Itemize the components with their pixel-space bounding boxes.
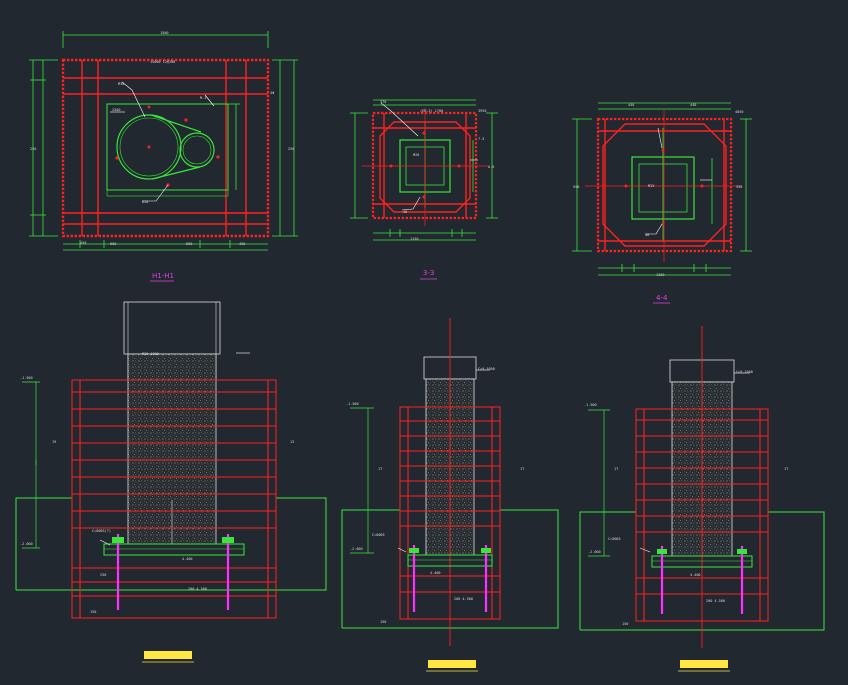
svg-text:440: 440 — [690, 103, 696, 107]
svg-text:200 4.500: 200 4.500 — [454, 597, 473, 601]
svg-text:150: 150 — [380, 620, 386, 624]
svg-text:19: 19 — [52, 440, 56, 444]
svg-text:150: 150 — [90, 610, 96, 614]
svg-text:600: 600 — [110, 242, 116, 246]
svg-text:600: 600 — [186, 242, 192, 246]
svg-text:M30-1000: M30-1000 — [142, 352, 159, 356]
svg-text:-2.600: -2.600 — [20, 542, 33, 546]
svg-text:M20: M20 — [413, 153, 419, 157]
svg-text:M-1: M-1 — [200, 96, 206, 100]
svg-text:-1.500: -1.500 — [346, 402, 359, 406]
svg-text:M30: M30 — [118, 82, 124, 86]
svg-text:440: 440 — [628, 103, 634, 107]
plan-h1-h1: 1500 15000 12@200 M30 2500 M-1 D28 4Φ 25… — [29, 31, 298, 251]
plan-3-3: 370 (EH-3) 1700 3950 0.5 7.5 M20 48 1150 — [350, 99, 498, 241]
svg-text:-2.600: -2.600 — [588, 550, 601, 554]
svg-text:150: 150 — [622, 622, 628, 626]
svg-text:200 4.500: 200 4.500 — [188, 587, 207, 591]
svg-text:550: 550 — [736, 185, 742, 189]
elevation-2-title-bar — [428, 660, 476, 668]
svg-text:(EH-3) 1700: (EH-3) 1700 — [420, 109, 443, 113]
svg-text:-2.600: -2.600 — [350, 547, 363, 551]
svg-text:1150: 1150 — [410, 237, 418, 241]
svg-text:D28: D28 — [142, 200, 148, 204]
svg-text:48: 48 — [645, 233, 649, 237]
svg-text:2500: 2500 — [112, 108, 120, 112]
plan-h1-caption: H1-H1 — [152, 272, 174, 280]
svg-text:15000 12@200: 15000 12@200 — [150, 60, 175, 64]
svg-text:4Φ: 4Φ — [270, 91, 274, 95]
plan-h1-rebar — [63, 60, 268, 236]
svg-text:M25: M25 — [648, 184, 654, 188]
svg-text:C=0005: C=0005 — [608, 537, 621, 541]
svg-text:550: 550 — [573, 185, 579, 189]
svg-text:1280: 1280 — [656, 273, 664, 277]
elevation-1-title-bar — [144, 651, 192, 659]
svg-text:3950: 3950 — [478, 109, 486, 113]
elevation-2: -1.500 -2.600 1T 1T C=9,1000 4.400 200 4… — [341, 318, 559, 646]
svg-text:250: 250 — [100, 573, 106, 577]
elevation-3-title-bar — [680, 660, 728, 668]
plan-4-4-caption: 4-4 — [656, 294, 668, 302]
plan-3-3-caption: 3-3 — [423, 269, 434, 277]
svg-text:1T: 1T — [378, 467, 383, 471]
plan-4-4: 440 440 4050 550 550 M25 48 1280 — [572, 102, 752, 277]
elevation-1: -1.500 -2.600 19 13 C=0005(?) M30-1000 4… — [15, 301, 327, 619]
svg-text:200 4.500: 200 4.500 — [706, 599, 725, 603]
svg-text:0.5: 0.5 — [488, 165, 494, 169]
svg-text:250: 250 — [288, 147, 294, 151]
svg-text:370: 370 — [380, 100, 386, 104]
svg-text:4050: 4050 — [735, 110, 743, 114]
svg-text:4.400: 4.400 — [430, 571, 441, 575]
svg-text:450: 450 — [80, 241, 86, 245]
elevation-3: -1.500 -2.600 1T 1T C=9,1000 4.400 200 4… — [579, 326, 825, 648]
svg-text:4.400: 4.400 — [690, 573, 701, 577]
svg-text:-1.500: -1.500 — [584, 403, 597, 407]
svg-text:C=9,1000: C=9,1000 — [478, 367, 495, 371]
svg-text:7.5: 7.5 — [478, 137, 484, 141]
svg-text:-1.500: -1.500 — [20, 376, 33, 380]
svg-text:250: 250 — [30, 147, 36, 151]
svg-text:4.400: 4.400 — [182, 557, 193, 561]
svg-text:C=0005: C=0005 — [372, 533, 385, 537]
svg-text:48: 48 — [403, 210, 407, 214]
svg-text:450: 450 — [239, 242, 245, 246]
svg-text:1500: 1500 — [160, 31, 168, 35]
svg-text:1T: 1T — [520, 467, 525, 471]
svg-text:C=0005(?): C=0005(?) — [92, 529, 111, 533]
svg-text:13: 13 — [290, 440, 294, 444]
svg-text:C=9,1000: C=9,1000 — [736, 370, 753, 374]
plan-h1-dimensions — [29, 31, 298, 251]
svg-text:1T: 1T — [614, 467, 619, 471]
svg-text:1T: 1T — [784, 467, 789, 471]
